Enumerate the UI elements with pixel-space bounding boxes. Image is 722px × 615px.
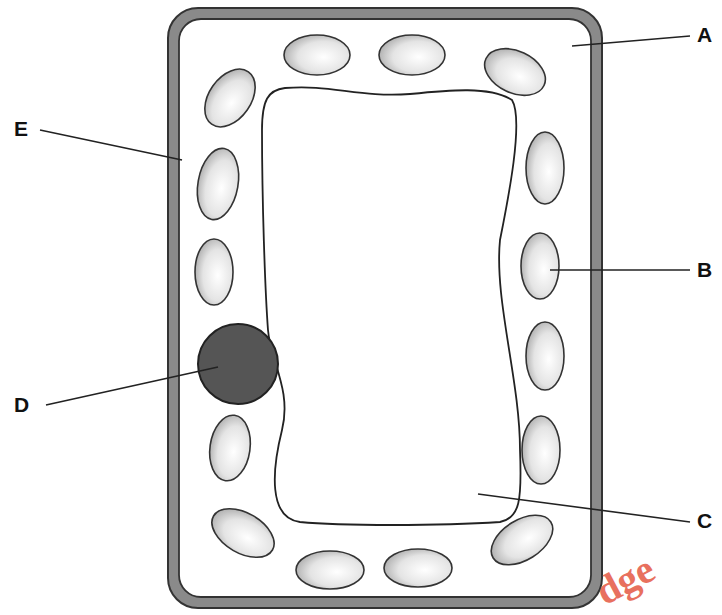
cell-membrane — [179, 19, 591, 597]
chloroplasts — [192, 35, 564, 589]
part-label: C — [697, 510, 712, 531]
part-label: D — [14, 394, 29, 415]
part-label: E — [14, 118, 28, 139]
part-label: A — [697, 24, 712, 45]
leader-lines — [40, 36, 690, 522]
vacuole — [262, 87, 521, 525]
nucleus — [198, 324, 278, 404]
cell-wall — [168, 8, 602, 608]
part-label: B — [697, 259, 712, 280]
